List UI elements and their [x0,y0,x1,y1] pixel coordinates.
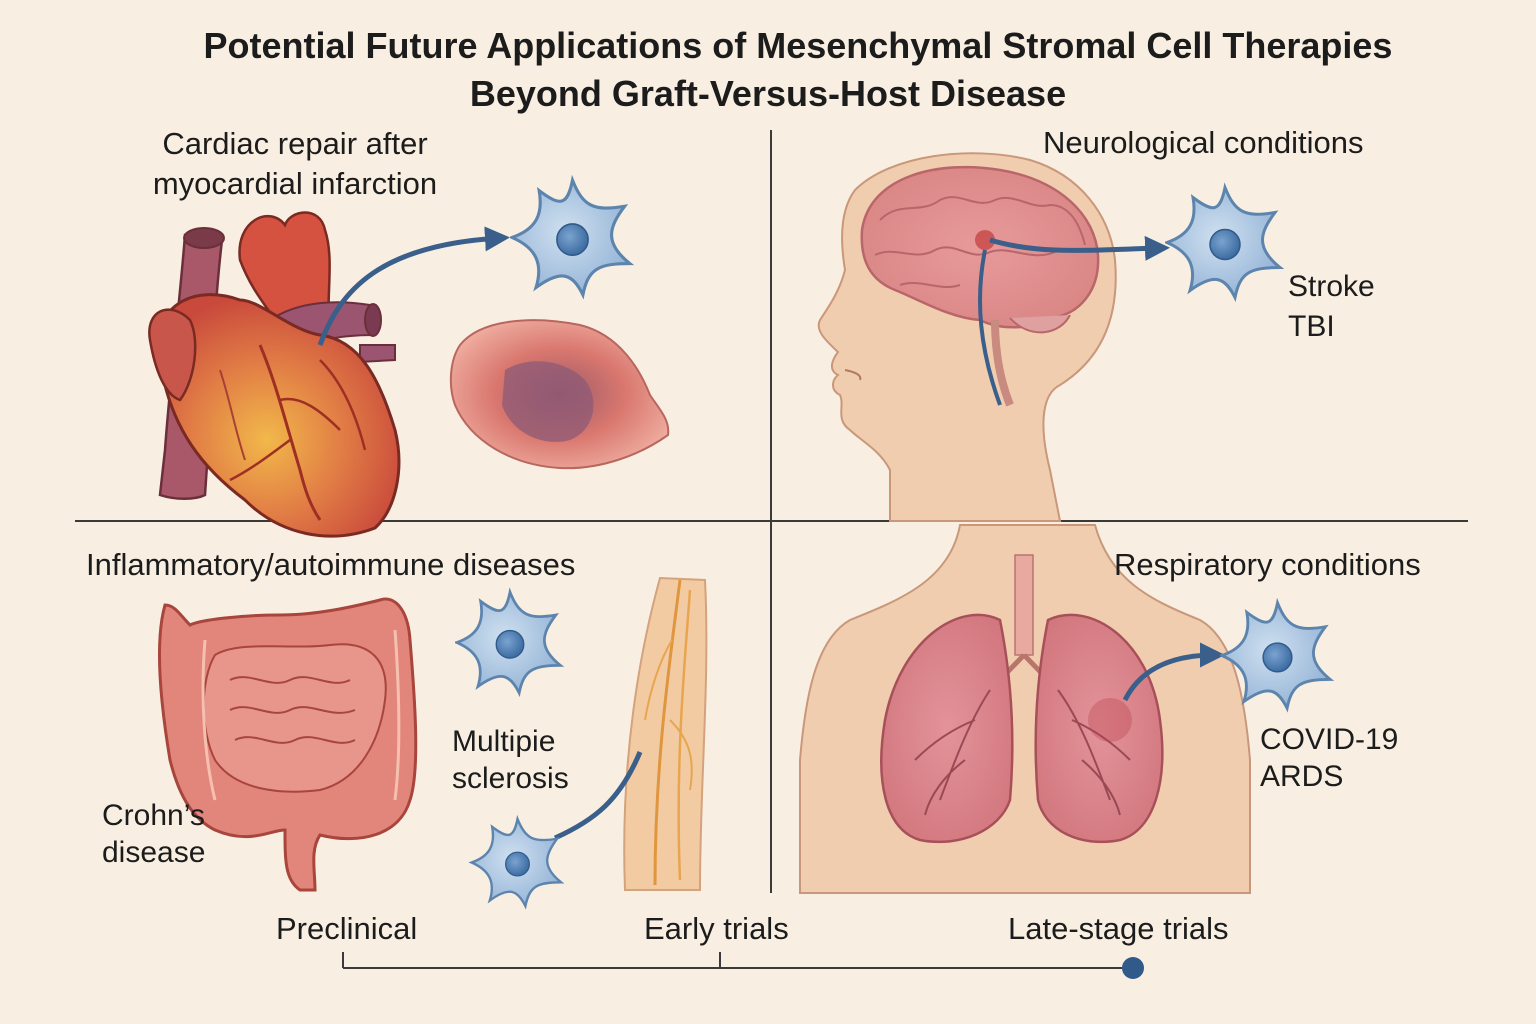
timeline-stage-late: Late-stage trials [1008,911,1229,946]
ms-arrow [553,751,643,841]
respiratory-arrow [1122,642,1225,702]
diagram-title: Potential Future Applications of Mesench… [0,22,1536,118]
neuro-arrow [989,235,1170,261]
title-line-1: Potential Future Applications of Mesench… [203,25,1393,66]
inflammatory-section-title: Inflammatory/autoimmune diseases [86,547,576,582]
ms-label-line-2: sclerosis [452,762,569,795]
crohns-label-line-2: disease [102,836,206,869]
cardiac-title-line-2: myocardial infarction [152,166,438,201]
heart-illustration [148,211,401,538]
torso-lungs-illustration [799,524,1251,894]
head-illustration [817,152,1117,522]
respiratory-condition-covid: COVID-19 [1260,723,1399,756]
msc-cell-inflammatory-top [455,590,562,695]
msc-cell-inflammatory-bottom [470,817,563,908]
ms-label-line-1: Multipie [452,725,556,758]
neuro-condition-tbi: TBI [1288,310,1335,343]
progress-timeline [342,952,1144,979]
title-line-2: Beyond Graft-Versus-Host Disease [469,73,1067,114]
neuro-condition-stroke: Stroke [1288,270,1375,303]
cardiac-section-title: Cardiac repair after myocardial infarcti… [130,124,460,204]
respiratory-section-title: Respiratory conditions [1114,547,1421,582]
respiratory-condition-ards: ARDS [1260,760,1344,793]
neuro-section-title: Neurological conditions [1043,125,1364,160]
infarct-tissue-illustration [449,319,670,470]
timeline-marker [1122,957,1144,979]
crohns-label-line-1: Crohn’s [102,799,205,832]
cardiac-arrow [317,226,510,346]
timeline-stage-early: Early trials [644,911,789,946]
cardiac-title-line-1: Cardiac repair after [162,126,428,161]
intestine-illustration [158,597,418,892]
nerve-fiber-illustration [623,576,708,891]
timeline-stage-preclinical: Preclinical [276,911,418,946]
neuro-spinal-line [978,249,1002,406]
msc-cell-cardiac [510,178,632,297]
msc-cell-neuro [1165,185,1282,300]
